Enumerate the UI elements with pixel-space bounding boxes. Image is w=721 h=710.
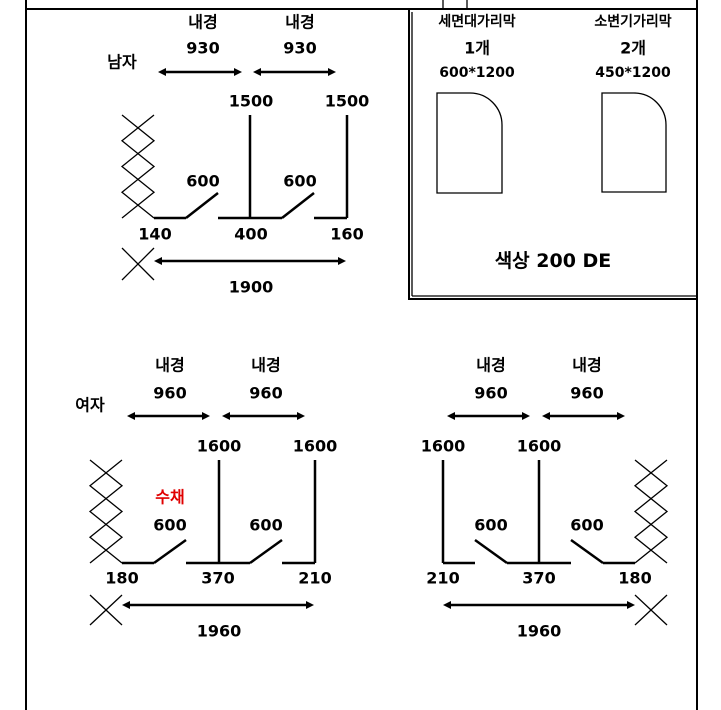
cross-mark: [121, 247, 155, 281]
arrow-head: [328, 68, 336, 76]
cross-mark: [89, 594, 123, 626]
door-width: 600: [283, 172, 316, 191]
arrow-head: [617, 412, 625, 420]
door-open: [474, 538, 508, 565]
arrow-head: [202, 412, 210, 420]
height-label: 1600: [517, 437, 562, 456]
segment-right: 160: [330, 225, 363, 244]
arrow-head: [447, 412, 455, 420]
segment-mid: 370: [201, 569, 234, 588]
inner-label: 내경: [572, 356, 601, 375]
inner-label: 내경: [188, 13, 217, 32]
total-width: 1960: [517, 622, 562, 641]
door-width: 600: [474, 516, 507, 535]
door-open: [153, 538, 187, 565]
urinal-qty: 2개: [620, 39, 646, 58]
color-spec: 색상 200 DE: [495, 250, 612, 272]
door-width: 600: [249, 516, 282, 535]
total-width: 1900: [229, 278, 274, 297]
height-label: 1500: [325, 92, 370, 111]
washbasin-size: 600*1200: [439, 65, 515, 81]
inner-label: 내경: [476, 356, 505, 375]
wall-hatch: [88, 459, 124, 564]
wall-hatch: [633, 459, 669, 564]
segment-mid: 370: [522, 569, 555, 588]
total-width: 1960: [197, 622, 242, 641]
arrow-head: [222, 412, 230, 420]
urinal-title: 소변기가리막: [594, 13, 671, 30]
partition-spec-box: [408, 8, 698, 300]
arrow-head: [297, 412, 305, 420]
men-label: 남자: [107, 53, 137, 72]
inner-width: 960: [153, 384, 186, 403]
height-label: 1600: [421, 437, 466, 456]
door-width: 600: [570, 516, 603, 535]
height-label: 1600: [293, 437, 338, 456]
arrow-head: [234, 68, 242, 76]
arrow-head: [443, 601, 451, 609]
segment-mid: 400: [234, 225, 267, 244]
segment-left: 140: [138, 225, 171, 244]
washbasin-qty: 1개: [464, 39, 490, 58]
door-open: [185, 192, 219, 219]
inner-width: 930: [283, 39, 316, 58]
wall-hatch: [633, 459, 669, 564]
washbasin-title: 세면대가리막: [438, 13, 515, 30]
arrow-head: [306, 601, 314, 609]
wall-hatch: [88, 459, 124, 564]
arrow-head: [338, 257, 346, 265]
wall-hatch: [120, 114, 156, 219]
door-open: [570, 538, 604, 565]
arrow-head: [253, 68, 261, 76]
arrow-head: [542, 412, 550, 420]
drain-note: 수채: [155, 488, 184, 507]
inner-width: 960: [474, 384, 507, 403]
washbasin-partition-shape: [436, 92, 503, 194]
segment-left: 180: [105, 569, 138, 588]
inner-width: 960: [570, 384, 603, 403]
inner-width: 960: [249, 384, 282, 403]
arrow-head: [522, 412, 530, 420]
inner-label: 내경: [155, 356, 184, 375]
door-width: 600: [153, 516, 186, 535]
urinal-size: 450*1200: [595, 65, 671, 81]
inner-label: 내경: [251, 356, 280, 375]
wall-hatch: [120, 114, 156, 219]
height-label: 1500: [229, 92, 274, 111]
door-width: 600: [186, 172, 219, 191]
urinal-partition-shape: [601, 92, 667, 193]
arrow-head: [122, 601, 130, 609]
arrow-head: [158, 68, 166, 76]
segment-right: 180: [618, 569, 651, 588]
arrow-head: [154, 257, 162, 265]
arrow-head: [627, 601, 635, 609]
drawing-frame: [25, 0, 698, 710]
door-open: [249, 538, 283, 565]
door-open: [281, 192, 315, 219]
inner-label: 내경: [285, 13, 314, 32]
segment-left: 210: [426, 569, 459, 588]
height-label: 1600: [197, 437, 242, 456]
cross-mark: [634, 594, 668, 626]
women-label: 여자: [75, 396, 105, 415]
inner-width: 930: [186, 39, 219, 58]
arrow-head: [127, 412, 135, 420]
segment-right: 210: [298, 569, 331, 588]
